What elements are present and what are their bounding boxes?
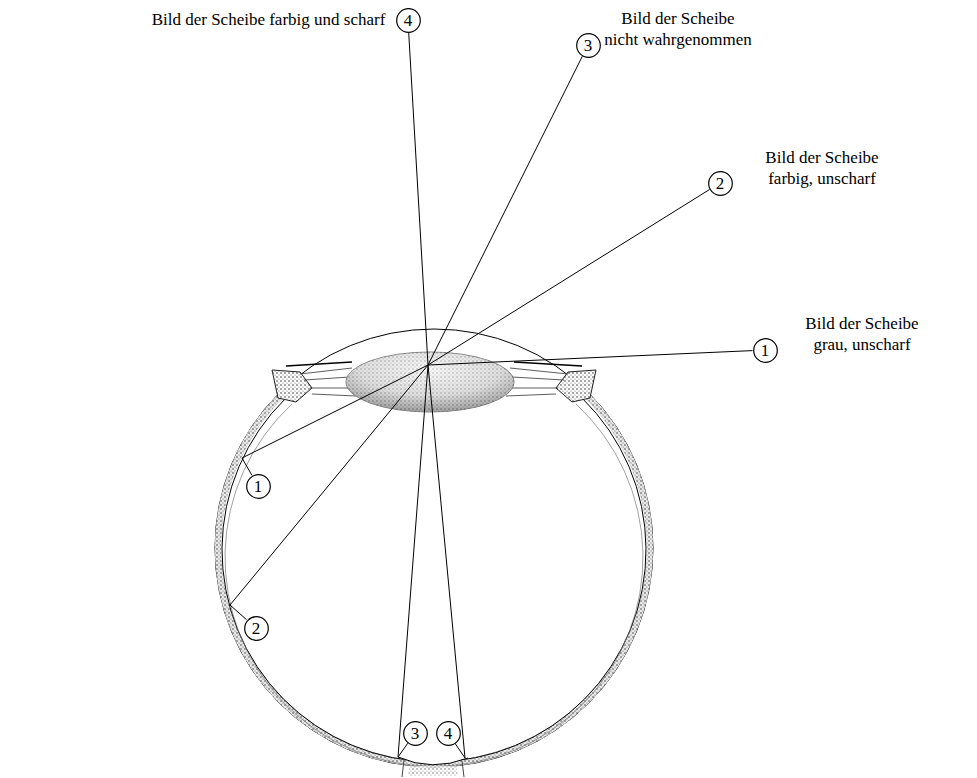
callout-number: 1 [753,338,778,363]
callout-circle: 3 [576,33,601,58]
description-label: Bild der Scheibe grau, unscharf [804,313,920,356]
light-ray-line [242,351,753,476]
sclera-texture [218,395,650,764]
callout-number: 4 [396,8,421,33]
callout-number: 3 [576,33,601,58]
optic-nerve-fill [408,766,458,776]
callout-circle: 1 [246,474,271,499]
callout-circle: 2 [708,171,733,196]
light-ray-line [230,190,709,620]
sclera-band [218,395,650,764]
callout-number: 1 [246,474,271,499]
light-ray-line [409,33,465,759]
callout-circle: 4 [396,8,421,33]
description-label: Bild der Scheibe nicht wahrgenommen [603,8,753,51]
zonule-fibres [506,368,568,396]
description-label: Bild der Scheibe farbig, unscharf [764,147,880,190]
optic-nerve [402,760,464,777]
callout-circle: 2 [244,616,269,641]
callout-number: 2 [708,171,733,196]
callout-circle: 4 [436,721,461,746]
callout-number: 4 [436,721,461,746]
optic-disc [398,757,468,765]
ciliary-body [272,370,312,402]
callout-circle: 3 [403,721,428,746]
callout-number: 3 [403,721,428,746]
light-ray-line [398,56,582,757]
cornea-outline [215,329,653,767]
retina-line [222,398,646,762]
callout-circle: 1 [753,338,778,363]
retina-inner-line [225,404,643,766]
description-label: Bild der Scheibe farbig und scharf [151,9,386,30]
callout-number: 2 [244,616,269,641]
ciliary-body [556,370,596,402]
